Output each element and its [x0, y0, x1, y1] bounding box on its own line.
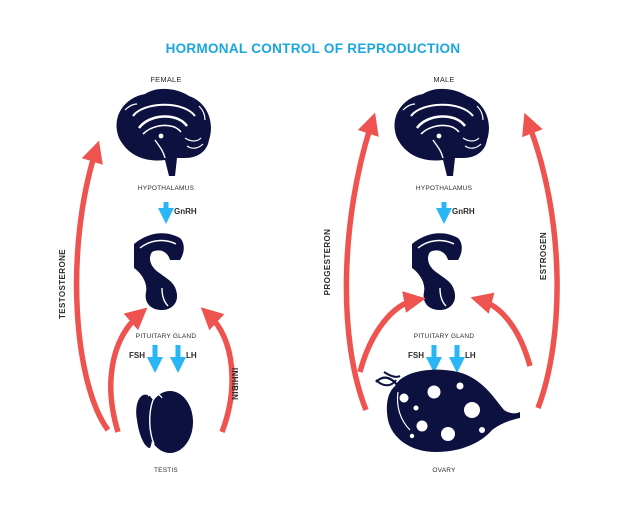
left-hypothalamus-label: HYPOTHALAMUS: [138, 185, 195, 192]
pituitary-icon: [411, 232, 463, 311]
brain-icon: [115, 87, 213, 178]
right-hypothalamus-label: HYPOTHALAMUS: [416, 185, 473, 192]
right-fsh-label: FSH: [408, 351, 424, 360]
left-gnrh-label: GnRH: [174, 207, 197, 216]
ovary-icon: [375, 369, 520, 452]
right-progesteron-arrow: [343, 112, 379, 412]
right-pituitary-label: PITUITARY GLAND: [414, 333, 475, 340]
left-organ-label: TESTIS: [154, 467, 178, 474]
brain-icon: [393, 87, 491, 178]
left-panel: FEMALE HYPOTHALAMUS GnRH PITUITARY GLAND…: [58, 75, 239, 474]
right-loop-label: ESTROGEN: [539, 232, 548, 280]
left-testosterone-arrow: [73, 140, 111, 432]
testis-icon: [136, 391, 193, 453]
page-title: HORMONAL CONTROL OF REPRODUCTION: [166, 41, 461, 56]
left-pituitary-label: PITUITARY GLAND: [136, 333, 197, 340]
right-lh-label: LH: [465, 351, 476, 360]
left-panel-heading: FEMALE: [150, 75, 181, 84]
right-panel-heading: MALE: [433, 75, 454, 84]
right-gnrh-label: GnRH: [452, 207, 475, 216]
left-lh-label: LH: [186, 351, 197, 360]
right-estrogen-arrow: [522, 112, 560, 409]
pituitary-icon: [133, 232, 185, 311]
right-panel: MALE HYPOTHALAMUS GnRH PITUITARY GLAND F…: [323, 75, 560, 474]
left-loop-label: PROGESTERON: [323, 229, 332, 296]
right-ovary-to-pituitary-arrow-a: [357, 291, 426, 373]
left-fsh-label: FSH: [129, 351, 145, 360]
right-ovary-to-pituitary-arrow-b: [470, 292, 533, 367]
left-testis-to-pituitary-arrow-a: [108, 307, 148, 433]
right-organ-label: OVARY: [432, 467, 456, 474]
left-loop-label: TESTOSTERONE: [58, 249, 67, 319]
left-inhibin-arrow: [200, 307, 235, 433]
right-loop-label: INHIBIN: [230, 368, 239, 401]
